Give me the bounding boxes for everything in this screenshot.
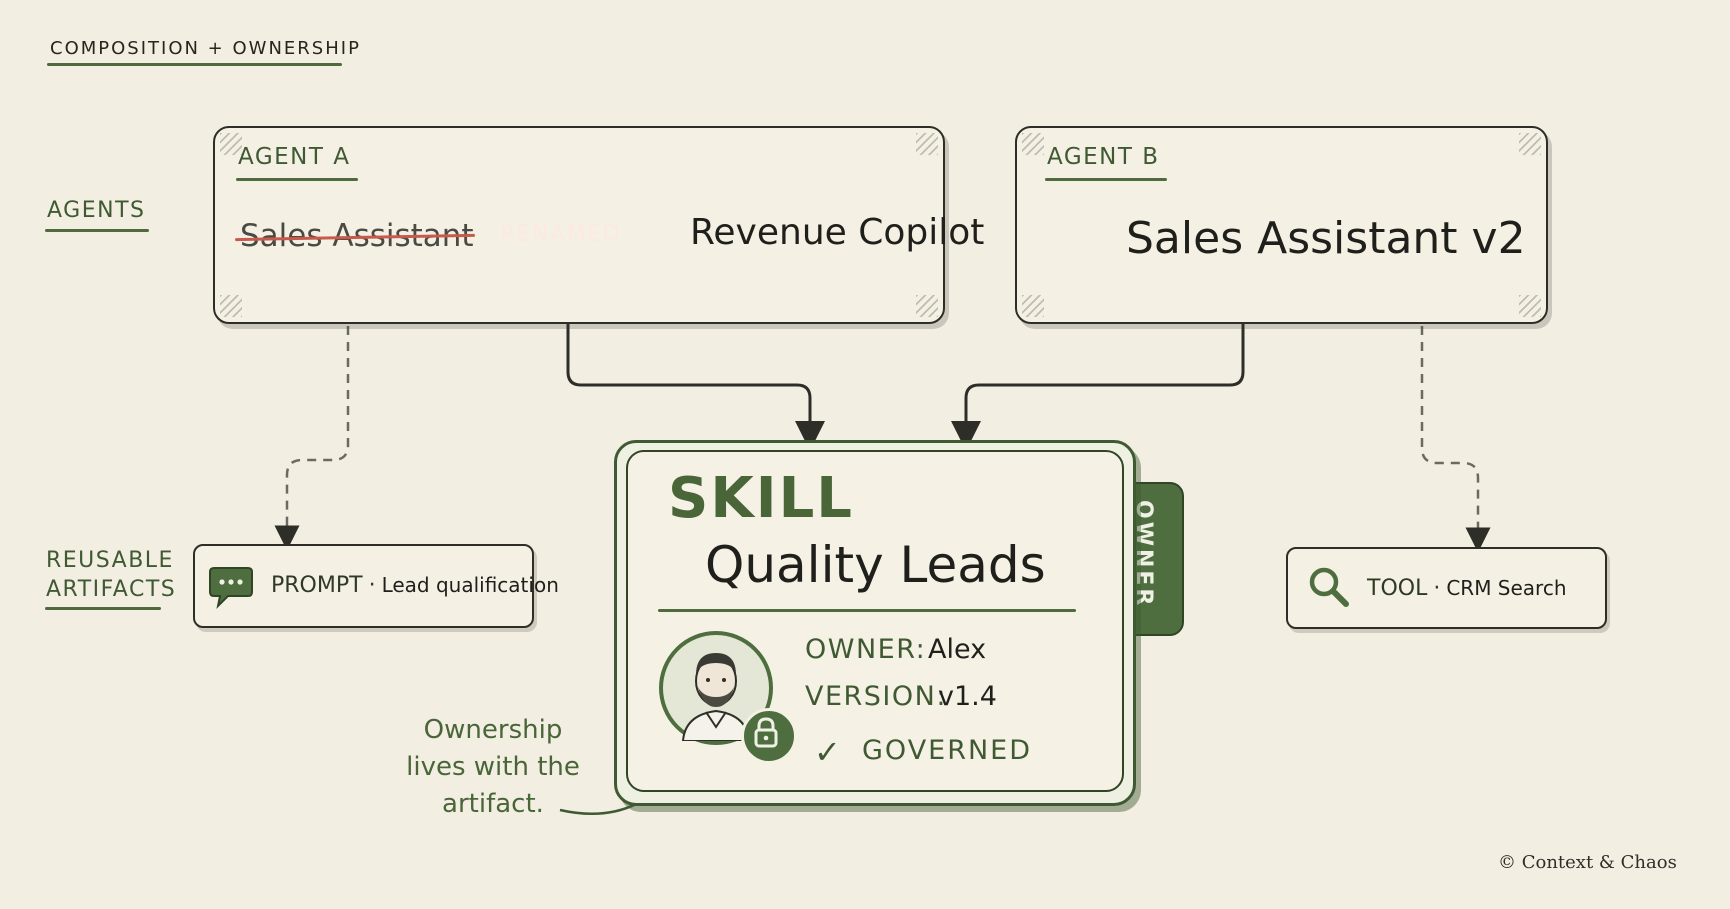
tool-name: CRM Search (1446, 576, 1567, 600)
agent-a-label-underline (236, 178, 358, 181)
version-key: VERSION: (805, 681, 947, 712)
skill-title: Quality Leads (705, 536, 1046, 594)
lock-icon (754, 717, 778, 748)
corner-hatch (1519, 295, 1541, 317)
header-label: COMPOSITION + OWNERSHIP (50, 38, 361, 59)
annotation-line-2: lives with the (406, 752, 580, 782)
ownership-annotation: Ownership lives with the artifact. (398, 712, 588, 823)
corner-hatch (1022, 133, 1044, 155)
renamed-tag: RENAMED (500, 222, 622, 247)
agent-b-label: AGENT B (1047, 144, 1160, 170)
skill-divider (658, 609, 1076, 612)
tool-artifact-text: TOOL·CRM Search (1367, 576, 1567, 601)
chat-bubble-icon (209, 567, 253, 610)
tool-kind: TOOL (1367, 576, 1428, 601)
tool-separator: · (1433, 576, 1441, 601)
artifacts-section-underline (45, 607, 161, 610)
agent-b-label-underline (1045, 178, 1167, 181)
copyright-notice: © Context & Chaos (1498, 852, 1677, 873)
connector-agent-a-to-skill (566, 322, 825, 451)
agent-b-name: Sales Assistant v2 (1126, 213, 1526, 264)
annotation-line-3: artifact. (442, 789, 544, 819)
check-icon: ✓ (814, 733, 841, 771)
owner-value: Alex (928, 634, 987, 665)
lock-badge (741, 708, 797, 764)
prompt-name: Lead qualification (381, 573, 559, 597)
corner-hatch (220, 295, 242, 317)
corner-hatch (916, 295, 938, 317)
corner-hatch (1519, 133, 1541, 155)
governed-status: GOVERNED (862, 735, 1033, 766)
agent-a-label: AGENT A (238, 144, 351, 170)
corner-hatch (220, 133, 242, 155)
connector-agent-b-to-tool (1420, 326, 1491, 553)
prompt-kind: PROMPT (271, 573, 363, 598)
prompt-separator: · (368, 573, 376, 598)
connector-agent-a-to-prompt (274, 326, 350, 551)
magnifier-icon (1309, 567, 1349, 607)
agent-a-card (213, 126, 945, 324)
bearded-man-avatar (681, 653, 751, 742)
owner-avatar (659, 631, 773, 745)
artifacts-section-label-line1: REUSABLE (46, 548, 174, 573)
agents-section-underline (45, 229, 149, 232)
version-value: v1.4 (938, 681, 997, 712)
agent-a-new-name: Revenue Copilot (690, 212, 985, 253)
prompt-artifact-text: PROMPT·Lead qualification (271, 573, 559, 598)
connector-agent-b-to-skill (951, 322, 1245, 451)
skill-kicker: SKILL (668, 466, 854, 531)
corner-hatch (1022, 295, 1044, 317)
agents-section-label: AGENTS (47, 198, 146, 223)
owner-key: OWNER: (805, 634, 927, 665)
tool-artifact-card (1286, 547, 1607, 629)
corner-hatch (916, 133, 938, 155)
annotation-line-1: Ownership (423, 715, 563, 745)
artifacts-section-label-line2: ARTIFACTS (46, 577, 177, 602)
header-underline (47, 63, 342, 66)
agent-b-card (1015, 126, 1548, 324)
